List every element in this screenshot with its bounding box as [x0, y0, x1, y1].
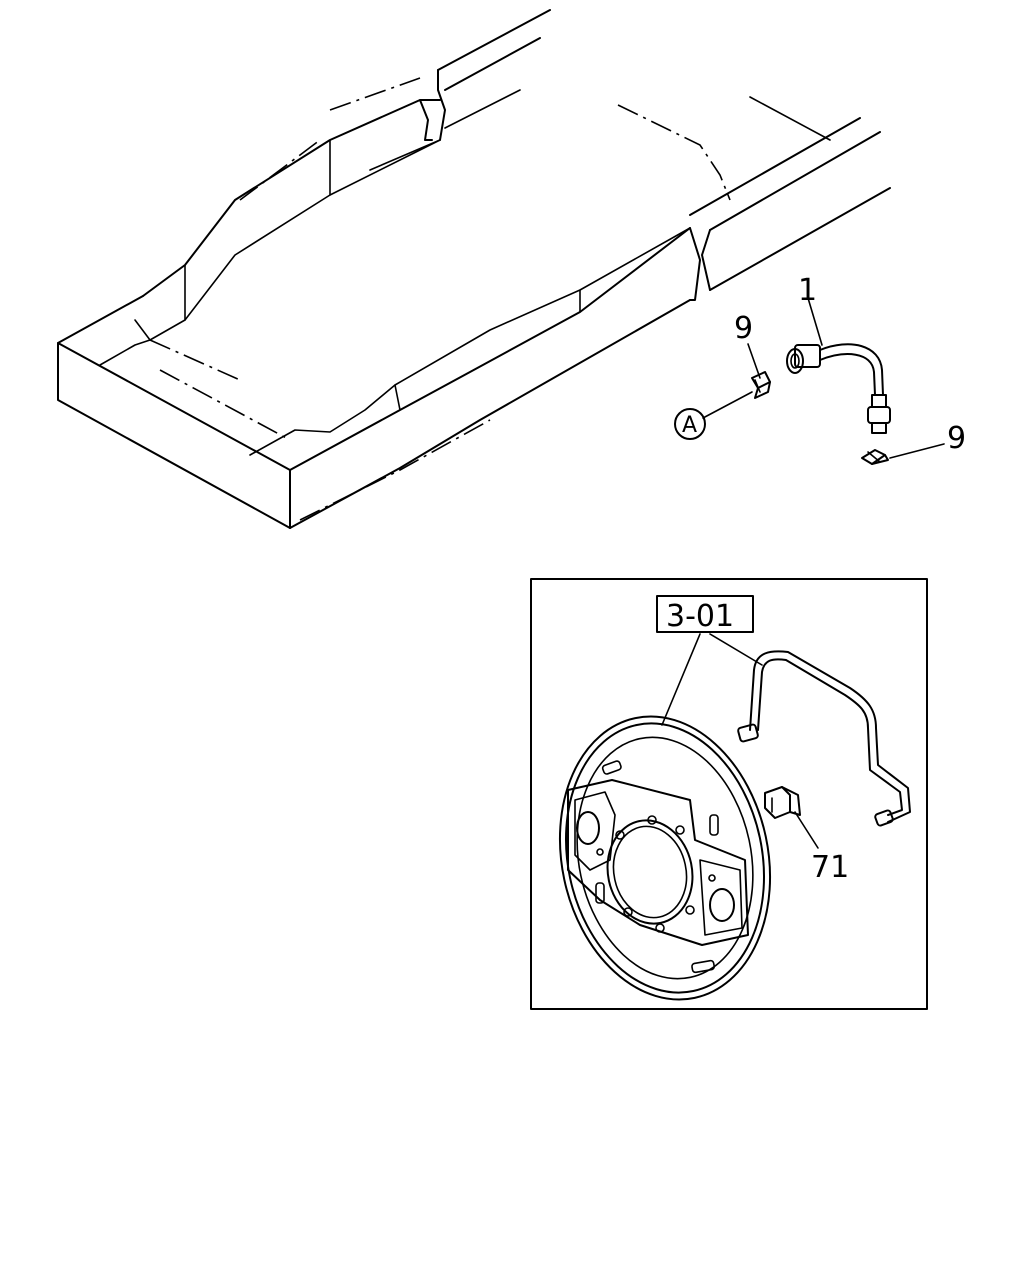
- ref-circle-a: A: [674, 408, 706, 440]
- inset-detail: 3-01: [530, 578, 928, 1010]
- ref-a-label: A: [682, 413, 697, 438]
- clip-71: [764, 786, 801, 819]
- clip-lower: [861, 449, 889, 465]
- callout-part-1: 1: [798, 273, 817, 308]
- clip-upper: [751, 371, 771, 399]
- chassis-frame: [57, 9, 891, 529]
- brake-hose: [786, 343, 891, 434]
- callout-part-9-lower: 9: [947, 421, 966, 456]
- callout-part-9-upper: 9: [734, 311, 753, 346]
- callout-part-71: 71: [811, 850, 849, 885]
- ref-box-label: 3-01: [666, 599, 734, 634]
